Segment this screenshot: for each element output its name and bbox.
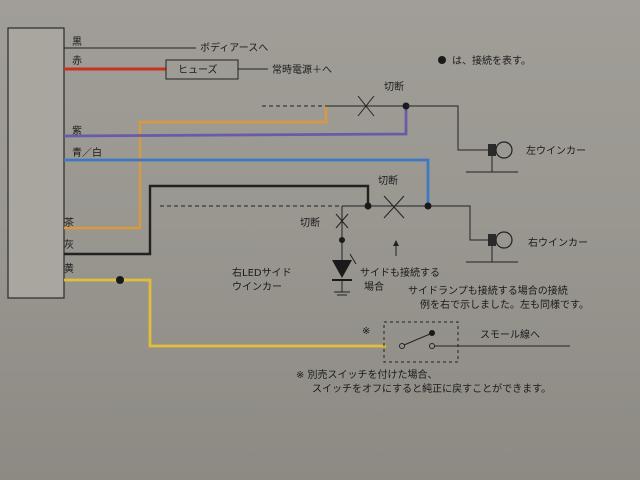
led-diode-icon (332, 250, 352, 296)
body-earth-label: ボディアースへ (200, 41, 268, 54)
footnote-2: スイッチをオフにすると純正に戻すことができます。 (312, 382, 551, 395)
label-yellow: 黄 (64, 262, 74, 275)
label-blue-white: 青／白 (72, 146, 102, 159)
fuse-label: ヒューズ (178, 63, 218, 76)
junction-dot-mid-left (364, 202, 372, 210)
cut-mark-left-icon-b (335, 213, 349, 229)
label-black: 黒 (72, 36, 82, 48)
junction-dot-yellow (116, 276, 124, 284)
optional-switch-box (383, 321, 459, 363)
note-right-1: サイドランプも接続する場合の接続 (408, 284, 568, 297)
orange-wire (64, 106, 328, 230)
note-right-2: 例を右で示しました。左も同様です。 (420, 298, 589, 311)
left-winker-bulb-icon (466, 141, 518, 173)
right-winker-label: 右ウインカー (528, 236, 588, 249)
harness-connector-block (7, 27, 65, 299)
cut-mid-label: 切断 (378, 174, 398, 187)
asterisk-mark: ※ (362, 326, 370, 337)
side-connect-label-1: サイドも接続する (360, 266, 440, 279)
legend-text: は、接続を表す。 (452, 54, 531, 67)
junction-dot-led (339, 237, 345, 243)
gray-black-wire (64, 184, 370, 256)
small-lamp-label: スモール線へ (480, 328, 540, 341)
legend-dot-icon (438, 56, 446, 64)
cut-left-label: 切断 (300, 216, 320, 229)
cut-top-label: 切断 (384, 80, 404, 93)
left-winker-label: 左ウインカー (526, 144, 586, 157)
label-purple: 紫 (72, 125, 82, 137)
label-gray: 灰 (64, 238, 74, 251)
switch-icon (399, 330, 435, 349)
blue-white-wire (64, 158, 430, 206)
yellow-wire (64, 278, 386, 348)
purple-wire (63, 106, 408, 138)
led-side-label-1: 右LEDサイド (232, 266, 292, 279)
label-brown: 茶 (64, 216, 74, 229)
side-connect-label-2: 場合 (364, 280, 384, 293)
label-red: 赤 (72, 55, 82, 67)
right-winker-wire (460, 205, 488, 241)
side-connect-arrow-icon (349, 253, 357, 265)
left-winker-wire (406, 105, 488, 151)
led-side-label-2: ウインカー (232, 281, 282, 293)
junction-dot-mid-right (424, 202, 432, 210)
footnote-1: ※ 別売スイッチを付けた場合、 (296, 368, 438, 381)
arrow-head-icon (393, 240, 399, 246)
cut-mark-mid-icon-b (383, 195, 405, 219)
cut-mark-top-icon-b (357, 95, 375, 117)
right-winker-bulb-icon (466, 231, 518, 263)
constant-power-label: 常時電源＋へ (272, 63, 332, 76)
